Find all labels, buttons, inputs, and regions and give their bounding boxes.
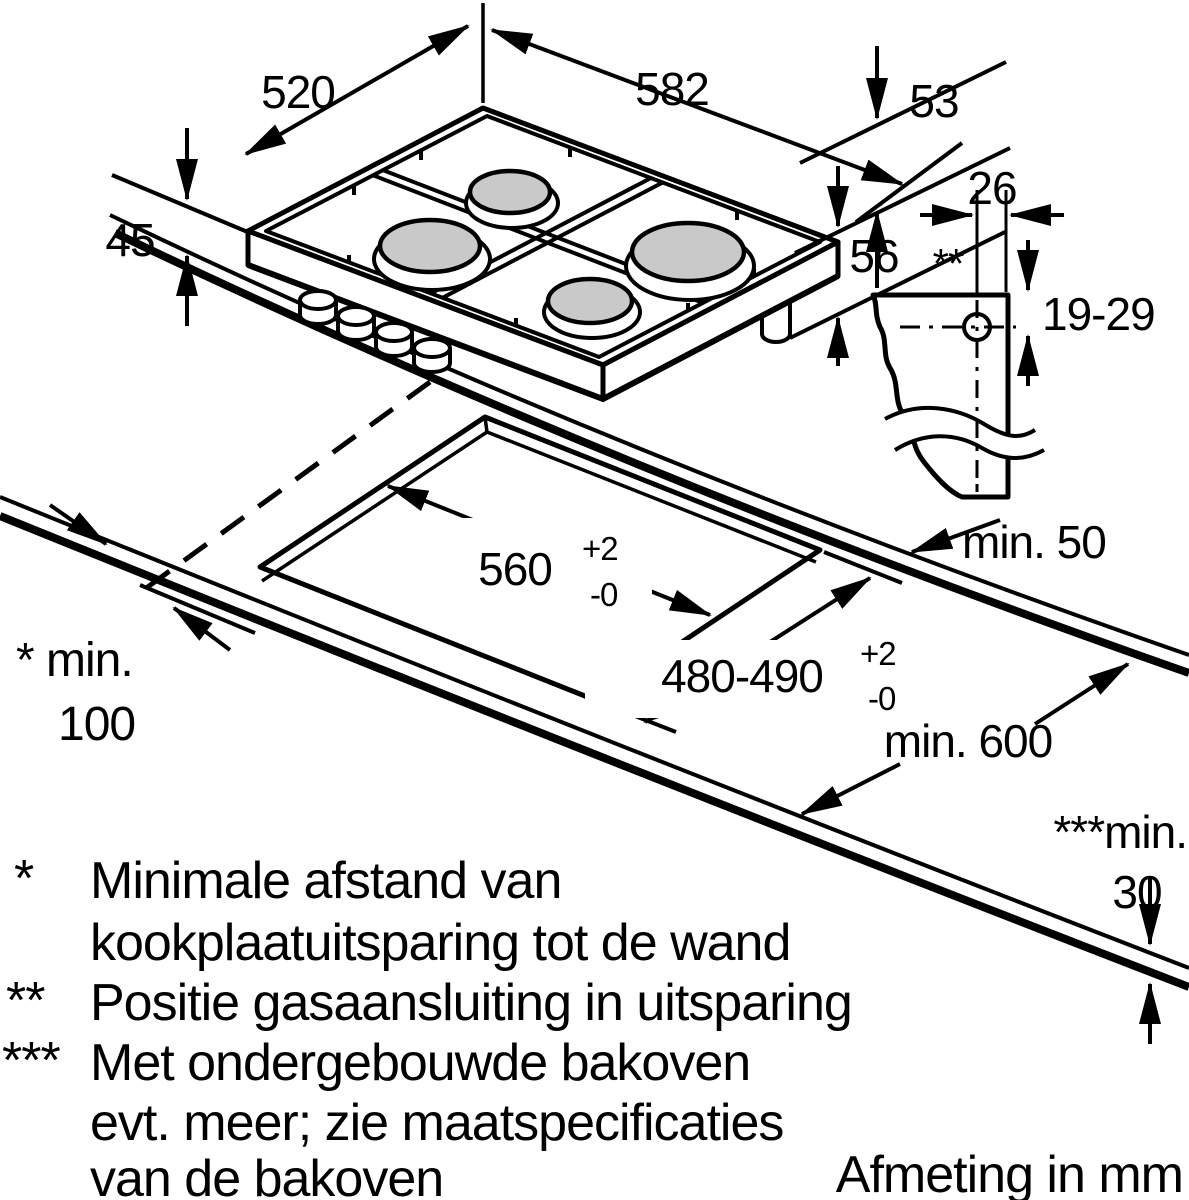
dim-520: 520 [244,24,470,156]
min30-value-label: 30 [1112,866,1161,918]
dim-26-label: 26 [967,162,1016,214]
burners [372,168,756,340]
worktop-cross-section [870,292,1011,500]
dim-56: 56 [789,166,1006,366]
cutout-depth-tol-minus: -0 [868,680,896,717]
worktop-front-edge [0,495,1189,991]
control-knob [336,305,376,342]
dim-56-label: 56 [849,230,898,282]
footnote-text: Met ondergebouwde bakoven [90,1034,750,1092]
units-caption: Afmeting in mm [836,1146,1183,1200]
control-knob [374,321,414,358]
dim-min600: min. 600 [800,662,1130,816]
gas-position-marker: ** [933,240,964,287]
dim-582-label: 582 [635,63,709,115]
dim-520-label: 520 [261,66,335,118]
burner [464,168,560,230]
control-knob [412,337,452,374]
footnote-text: Positie gasaansluiting in uitsparing [90,974,852,1032]
min100-value-label: 100 [58,698,135,751]
dim-min100: * min. 100 [16,503,256,751]
dim-min30: ***min. 30 [1053,806,1188,1044]
dim-53-label: 53 [909,75,958,127]
cutout-width-tol-plus: +2 [582,530,618,567]
control-knobs [298,289,452,374]
min30-prefix-label: ***min. [1053,806,1187,858]
dim-cutout-width: 560 +2 -0 [386,484,712,617]
cutout-width-label: 560 [478,543,552,595]
footnotes: * Minimale afstand van kookplaatuitspari… [2,850,853,1200]
gas-connection-detail: 26 ** 19-29 [870,162,1156,500]
dim-45-label: 45 [105,214,154,266]
footnote-text: kookplaatuitsparing tot de wand [90,914,790,972]
burner [372,217,492,292]
burner [542,276,642,340]
dim-19-29-label: 19-29 [1042,288,1155,340]
footnote-text: van de bakoven [90,1150,443,1200]
dim-19-29: 19-29 [1017,240,1156,386]
burner [624,220,756,302]
dim-cutout-depth: 480-490 +2 -0 [585,550,917,734]
dim-min50: min. 50 [910,516,1107,568]
dim-53: 53 [794,46,1011,288]
worktop-back-edge [109,213,1189,677]
footnote-text: Minimale afstand van [90,852,561,910]
cutout-width-tol-minus: -0 [590,576,618,613]
footnote-marker: ** [6,972,45,1030]
hob-isometric-view [245,105,841,403]
footnote-text: evt. meer; zie maatspecificaties [90,1094,783,1152]
dim-45: 45 [105,128,251,326]
footnote-marker: *** [2,1032,60,1090]
projection-dashed-line [136,379,432,597]
cutout-depth-tol-plus: +2 [860,635,896,672]
footnote-marker: * [14,850,34,908]
min50-label: min. 50 [962,516,1106,568]
control-knob [298,289,338,326]
min100-prefix-label: * min. [16,634,133,687]
cutout-depth-label: 480-490 [661,650,823,702]
dim-26: 26 [920,162,1064,226]
dim-582: 582 [490,28,964,224]
min600-label: min. 600 [884,715,1052,767]
